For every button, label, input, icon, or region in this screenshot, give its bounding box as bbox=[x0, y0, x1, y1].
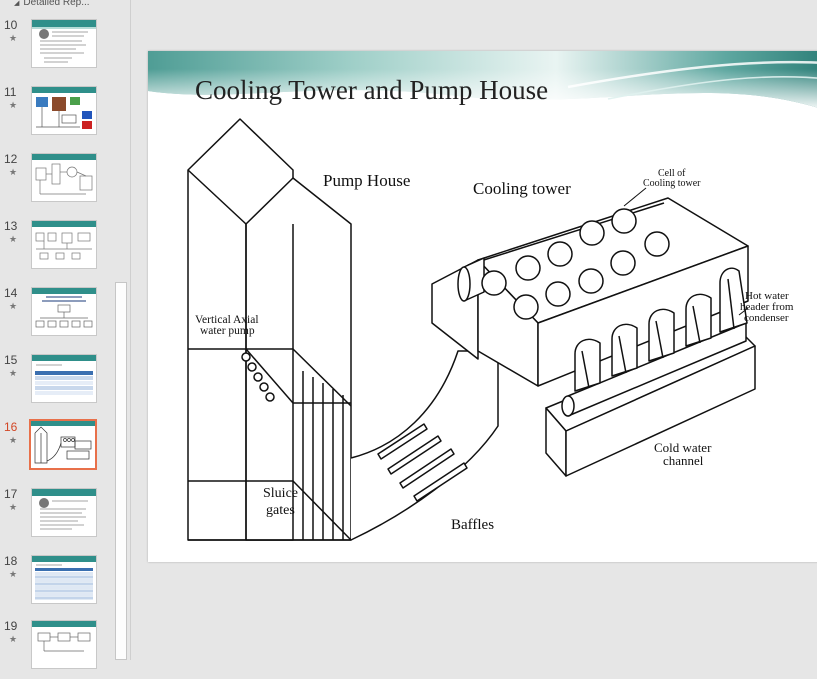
pump-circles bbox=[241, 352, 275, 402]
slide-artwork bbox=[148, 51, 817, 541]
star-icon: ★ bbox=[9, 100, 18, 110]
slide-number: 13 bbox=[4, 219, 18, 233]
label-hot-water-line3[interactable]: condenser bbox=[744, 312, 789, 324]
slide-thumbnail-12[interactable]: 12 ★ bbox=[0, 152, 110, 212]
label-hot-water-line2[interactable]: header from bbox=[740, 301, 794, 313]
star-icon: ★ bbox=[9, 301, 18, 311]
slide-thumbnail-10[interactable]: 10 ★ bbox=[0, 18, 110, 78]
slide-preview bbox=[31, 153, 97, 202]
slide-preview bbox=[31, 488, 97, 537]
slide-number: 18 bbox=[4, 554, 18, 568]
slide-number: 16 bbox=[4, 420, 18, 434]
slide-title[interactable]: Cooling Tower and Pump House bbox=[195, 75, 549, 105]
star-icon: ★ bbox=[9, 368, 18, 378]
fan-circles bbox=[481, 208, 670, 320]
inlet-pipes bbox=[574, 267, 748, 392]
slide-thumbnail-16[interactable]: 16 ★ bbox=[0, 419, 110, 480]
label-cooling-tower[interactable]: Cooling tower bbox=[473, 179, 571, 198]
label-baffles[interactable]: Baffles bbox=[451, 517, 495, 533]
label-cold-water-line1[interactable]: Cold water bbox=[654, 440, 712, 455]
slide-number: 11 bbox=[4, 85, 17, 99]
slide-number: 19 bbox=[4, 619, 18, 633]
diagram bbox=[187, 118, 756, 541]
label-vertical-pump-line2[interactable]: water pump bbox=[200, 325, 255, 337]
label-pump-house[interactable]: Pump House bbox=[323, 171, 411, 190]
slide-thumbnail-19[interactable]: 19 ★ bbox=[0, 619, 110, 679]
slide-preview bbox=[31, 287, 97, 336]
slide-number: 17 bbox=[4, 487, 18, 501]
baffles bbox=[377, 423, 468, 502]
slide-thumbnail-13[interactable]: 13 ★ bbox=[0, 219, 110, 279]
label-cell-line2[interactable]: Cooling tower bbox=[643, 178, 701, 189]
collapse-arrow-icon[interactable]: ◢ bbox=[14, 0, 20, 7]
title-banner bbox=[148, 51, 817, 108]
slide-preview bbox=[31, 86, 97, 135]
star-icon: ★ bbox=[9, 569, 18, 579]
slide-preview bbox=[31, 354, 97, 403]
thumbnail-scrollbar[interactable] bbox=[114, 0, 128, 660]
slide-preview bbox=[31, 555, 97, 604]
label-cell-line1[interactable]: Cell of bbox=[658, 168, 686, 179]
slide-preview bbox=[29, 419, 97, 470]
slide-number: 14 bbox=[4, 286, 18, 300]
section-name: Detailed Rep... bbox=[23, 0, 90, 8]
slide-thumbnail-15[interactable]: 15 ★ bbox=[0, 353, 110, 413]
slide-thumbnail-11[interactable]: 11 ★ bbox=[0, 85, 110, 145]
star-icon: ★ bbox=[9, 234, 18, 244]
label-sluice-line2[interactable]: gates bbox=[266, 503, 295, 518]
star-icon: ★ bbox=[9, 502, 18, 512]
star-icon: ★ bbox=[9, 33, 18, 43]
label-hot-water-line1[interactable]: Hot water bbox=[745, 290, 789, 302]
label-cold-water-line2[interactable]: channel bbox=[663, 453, 704, 468]
slide-canvas[interactable]: Cooling Tower and Pump House Pump House … bbox=[148, 51, 817, 562]
slide-thumbnail-14[interactable]: 14 ★ bbox=[0, 286, 110, 346]
pane-divider[interactable] bbox=[130, 0, 131, 660]
slide-thumbnail-pane[interactable]: ◢Detailed Rep... 10 ★ 11 ★ 12 ★ bbox=[0, 0, 130, 669]
label-sluice-line1[interactable]: Sluice bbox=[263, 486, 298, 501]
label-vertical-pump-line1[interactable]: Vertical Axial bbox=[195, 314, 259, 326]
slide-preview bbox=[31, 220, 97, 269]
star-icon: ★ bbox=[9, 634, 18, 644]
section-header[interactable]: ◢Detailed Rep... bbox=[14, 0, 90, 8]
star-icon: ★ bbox=[9, 435, 18, 445]
star-icon: ★ bbox=[9, 167, 18, 177]
slide-number: 12 bbox=[4, 152, 18, 166]
slide-number: 10 bbox=[4, 18, 18, 32]
scrollbar-thumb[interactable] bbox=[115, 282, 127, 660]
slide-thumbnail-17[interactable]: 17 ★ bbox=[0, 487, 110, 547]
slide-thumbnail-18[interactable]: 18 ★ bbox=[0, 554, 110, 614]
slide-number: 15 bbox=[4, 353, 18, 367]
slide-preview bbox=[31, 620, 97, 669]
slide-preview bbox=[31, 19, 97, 68]
